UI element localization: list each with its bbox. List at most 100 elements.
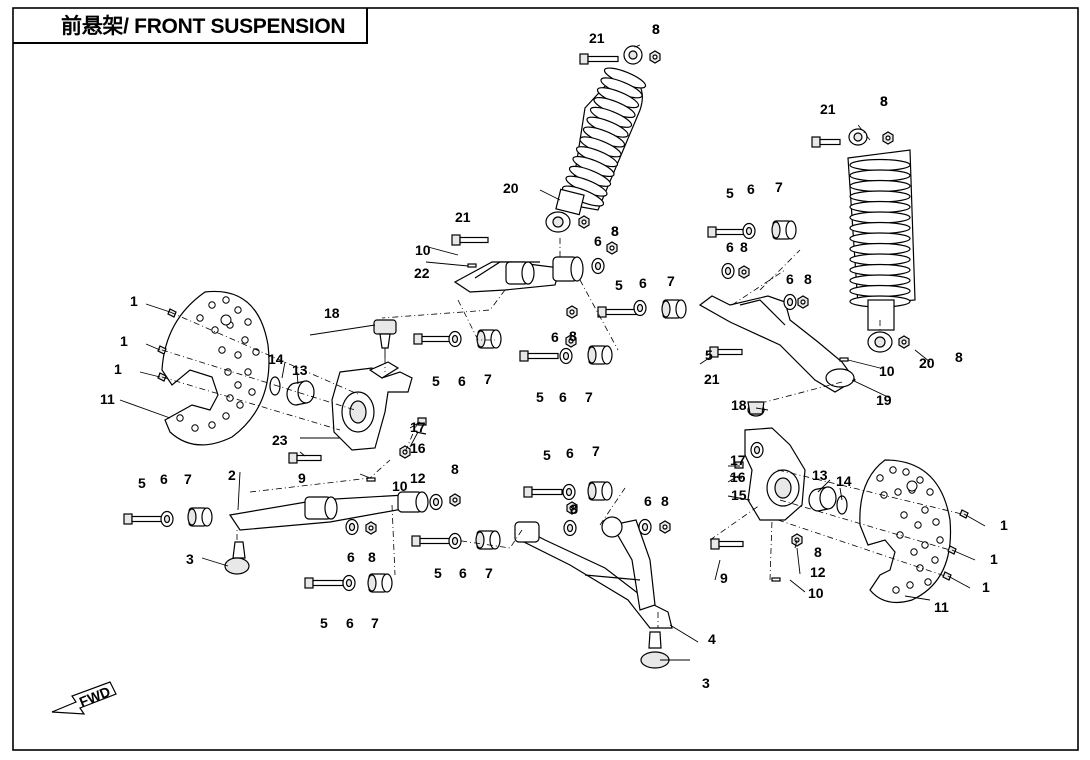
callout-label: 21 — [455, 209, 471, 225]
bolt — [288, 452, 322, 464]
washer — [562, 483, 576, 501]
disc-hole — [876, 474, 884, 482]
spring-coil — [849, 274, 911, 287]
callout-label: 8 — [804, 271, 812, 287]
spring-coil — [849, 263, 911, 277]
nut — [449, 493, 461, 507]
washer — [750, 441, 764, 459]
callout-label: 7 — [184, 471, 192, 487]
disc-hole — [926, 488, 934, 496]
callout-label: 10 — [415, 242, 431, 258]
washer — [448, 532, 462, 550]
bushing — [771, 220, 797, 240]
shock-absorber-right — [847, 128, 916, 353]
forward-direction-arrow: FWD — [51, 681, 117, 715]
fwd-label: FWD — [77, 683, 113, 710]
callout-label: 6 — [639, 275, 647, 291]
callout-label: 8 — [368, 549, 376, 565]
leader-line — [839, 487, 843, 501]
leader-line — [139, 371, 161, 378]
disc-hole — [196, 314, 204, 322]
callout-label: 8 — [880, 93, 888, 109]
leader-line — [904, 595, 931, 601]
disc-hole — [236, 401, 244, 409]
washer — [429, 493, 443, 511]
callout-label: 8 — [880, 93, 888, 109]
callout-label: 1 — [130, 293, 138, 309]
leader-line — [145, 343, 161, 351]
disc-hole — [244, 318, 252, 326]
bolt — [411, 535, 451, 547]
callout-label: 12 — [810, 564, 826, 580]
callout-label: 9 — [720, 570, 728, 586]
spring-coil — [849, 253, 911, 266]
bolt — [707, 226, 747, 238]
hardware-set — [123, 50, 910, 593]
disc-hole — [241, 336, 249, 344]
leader-line — [817, 479, 831, 493]
washer — [721, 262, 735, 280]
disc-hole — [916, 476, 924, 484]
washer — [345, 518, 359, 536]
callout-label: 1 — [1000, 517, 1008, 533]
leader-line — [951, 549, 976, 561]
bushing — [367, 573, 393, 593]
disc-hole — [916, 564, 924, 572]
spring-coil — [849, 211, 911, 224]
callout-label: 15 — [731, 487, 747, 503]
disc-hole — [208, 301, 216, 309]
bolt — [519, 350, 559, 362]
leader-line — [714, 559, 721, 581]
callout-label: 5 — [705, 347, 713, 363]
nut — [898, 335, 910, 349]
spring-coil — [849, 221, 911, 235]
nut — [649, 50, 661, 64]
disc-hole — [244, 368, 252, 376]
leader-line — [727, 475, 739, 483]
callout-label: 6 — [459, 565, 467, 581]
callout-label: 6 — [347, 549, 355, 565]
disc-hole — [932, 518, 940, 526]
callout-label: 20 — [503, 180, 519, 196]
bushing — [475, 530, 501, 550]
snap-ring-right — [836, 495, 848, 515]
spring-coil — [849, 284, 911, 298]
callout-label: 6 — [594, 233, 602, 249]
bolt — [597, 306, 637, 318]
washer — [448, 330, 462, 348]
leader-line — [847, 359, 881, 369]
callout-label: 21 — [820, 101, 836, 117]
callout-label: 7 — [775, 179, 783, 195]
spring-coil — [849, 190, 911, 203]
callout-label: 18 — [731, 397, 747, 413]
disc-hole — [220, 314, 232, 326]
callout-label: 1 — [982, 579, 990, 595]
callout-label: 14 — [268, 351, 284, 367]
disc-hole — [906, 480, 918, 492]
spring-coil — [849, 158, 911, 172]
callout-label: 5 — [138, 475, 146, 491]
ball-joint-lower-left — [224, 541, 250, 575]
callout-label: 8 — [661, 493, 669, 509]
callout-label: 5 — [615, 277, 623, 293]
page-title: 前悬架/ FRONT SUSPENSION — [13, 8, 368, 44]
bushing — [587, 481, 613, 501]
callout-label: 23 — [272, 432, 288, 448]
assembly-center-lines — [161, 44, 963, 628]
disc-hole — [211, 326, 219, 334]
callout-label: 6 — [726, 239, 734, 255]
callout-label: 13 — [812, 467, 828, 483]
leader-line — [281, 361, 286, 379]
callout-label: 7 — [592, 443, 600, 459]
lower-a-arm-right — [514, 516, 673, 629]
spring-coil — [849, 200, 911, 214]
leader-line — [309, 324, 376, 336]
disc-hole — [248, 388, 256, 396]
bolt — [523, 486, 563, 498]
disc-hole — [894, 488, 902, 496]
callout-label: 1 — [120, 333, 128, 349]
disc-hole — [191, 424, 199, 432]
bushing — [587, 345, 613, 365]
lower-a-arm-left — [228, 491, 429, 531]
